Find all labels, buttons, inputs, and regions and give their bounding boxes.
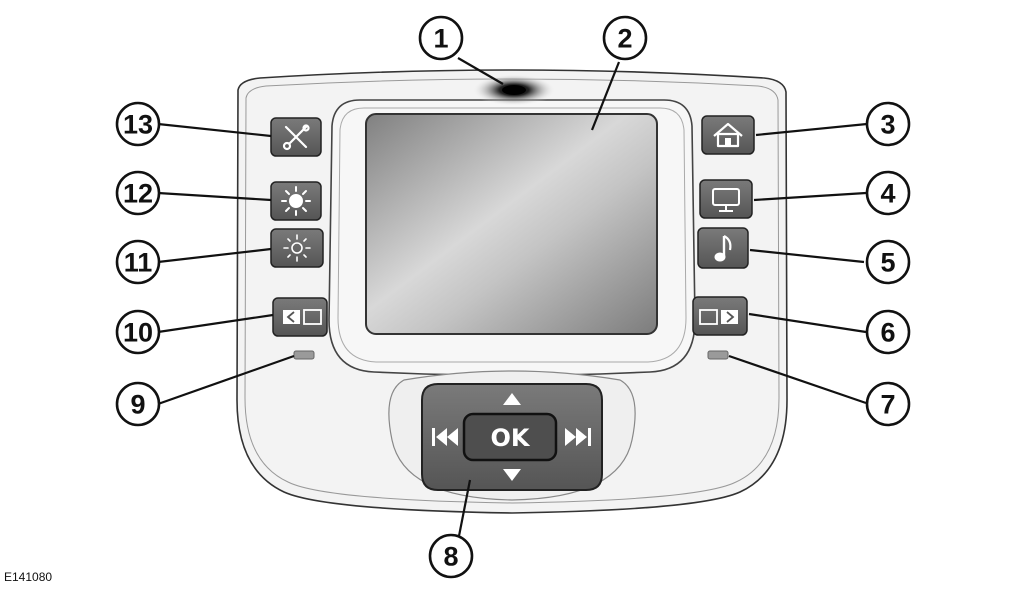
callout-4: 4 <box>865 170 911 216</box>
callout-1: 1 <box>418 15 464 61</box>
callout-number: 3 <box>880 110 895 140</box>
callout-circle <box>115 239 161 285</box>
sun-outline-icon <box>283 234 311 262</box>
callout-circle <box>865 381 911 427</box>
callout-7: 7 <box>865 381 911 427</box>
navigation-pad[interactable]: OK <box>421 383 603 491</box>
skip-back-icon[interactable] <box>432 428 458 446</box>
callout-number: 6 <box>880 318 895 348</box>
brightness-up-button[interactable] <box>270 181 322 221</box>
callout-number: 11 <box>124 248 153 278</box>
callout-number: 13 <box>123 110 153 140</box>
callout-11: 11 <box>115 239 161 285</box>
left-arrow-button[interactable] <box>272 297 328 337</box>
callout-circle <box>865 239 911 285</box>
callout-number: 5 <box>880 248 895 278</box>
callout-leader-lines <box>157 57 868 537</box>
right-arrow-button[interactable] <box>692 296 748 336</box>
skip-forward-icon[interactable] <box>565 428 591 446</box>
left-indicator-light <box>293 350 315 360</box>
callout-9: 9 <box>115 381 161 427</box>
callout-circle <box>115 101 161 147</box>
triangle-down-icon[interactable] <box>503 469 521 481</box>
callout-number: 4 <box>880 179 895 209</box>
callout-12: 12 <box>115 170 161 216</box>
callout-6: 6 <box>865 309 911 355</box>
callout-circle <box>602 15 648 61</box>
callout-number: 10 <box>123 318 153 348</box>
music-button[interactable] <box>697 227 749 269</box>
callout-13: 13 <box>115 101 161 147</box>
callout-3: 3 <box>865 101 911 147</box>
home-icon <box>713 122 743 148</box>
left-arrow-box-icon <box>283 309 322 325</box>
settings-button[interactable] <box>270 117 322 157</box>
callout-circle <box>428 533 474 579</box>
right-arrow-box-icon <box>699 309 738 325</box>
triangle-up-icon[interactable] <box>503 393 521 405</box>
display-button[interactable] <box>699 179 753 219</box>
ok-button[interactable]: OK <box>462 412 558 462</box>
callout-number: 1 <box>433 24 448 54</box>
display-screen[interactable] <box>365 113 658 335</box>
callout-circle <box>115 381 161 427</box>
ok-label: OK <box>491 424 531 452</box>
callout-circle <box>115 170 161 216</box>
callout-2: 2 <box>602 15 648 61</box>
callout-8: 8 <box>428 533 474 579</box>
monitor-icon <box>712 188 740 212</box>
callout-number: 8 <box>443 542 458 572</box>
sun-filled-icon <box>281 186 311 216</box>
callout-10: 10 <box>115 309 161 355</box>
callout-number: 9 <box>130 390 145 420</box>
callout-number: 7 <box>880 390 895 420</box>
callout-number: 2 <box>617 24 632 54</box>
callout-number: 12 <box>123 179 153 209</box>
brightness-down-button[interactable] <box>270 228 324 268</box>
callout-circle <box>418 15 464 61</box>
callout-5: 5 <box>865 239 911 285</box>
music-note-icon <box>714 235 732 262</box>
right-indicator-light <box>707 350 729 360</box>
figure-id: E141080 <box>4 570 53 584</box>
home-button[interactable] <box>701 115 755 155</box>
tools-icon <box>282 124 310 151</box>
callout-circle <box>115 309 161 355</box>
callout-circle <box>865 101 911 147</box>
callout-circle <box>865 170 911 216</box>
callout-circle <box>865 309 911 355</box>
